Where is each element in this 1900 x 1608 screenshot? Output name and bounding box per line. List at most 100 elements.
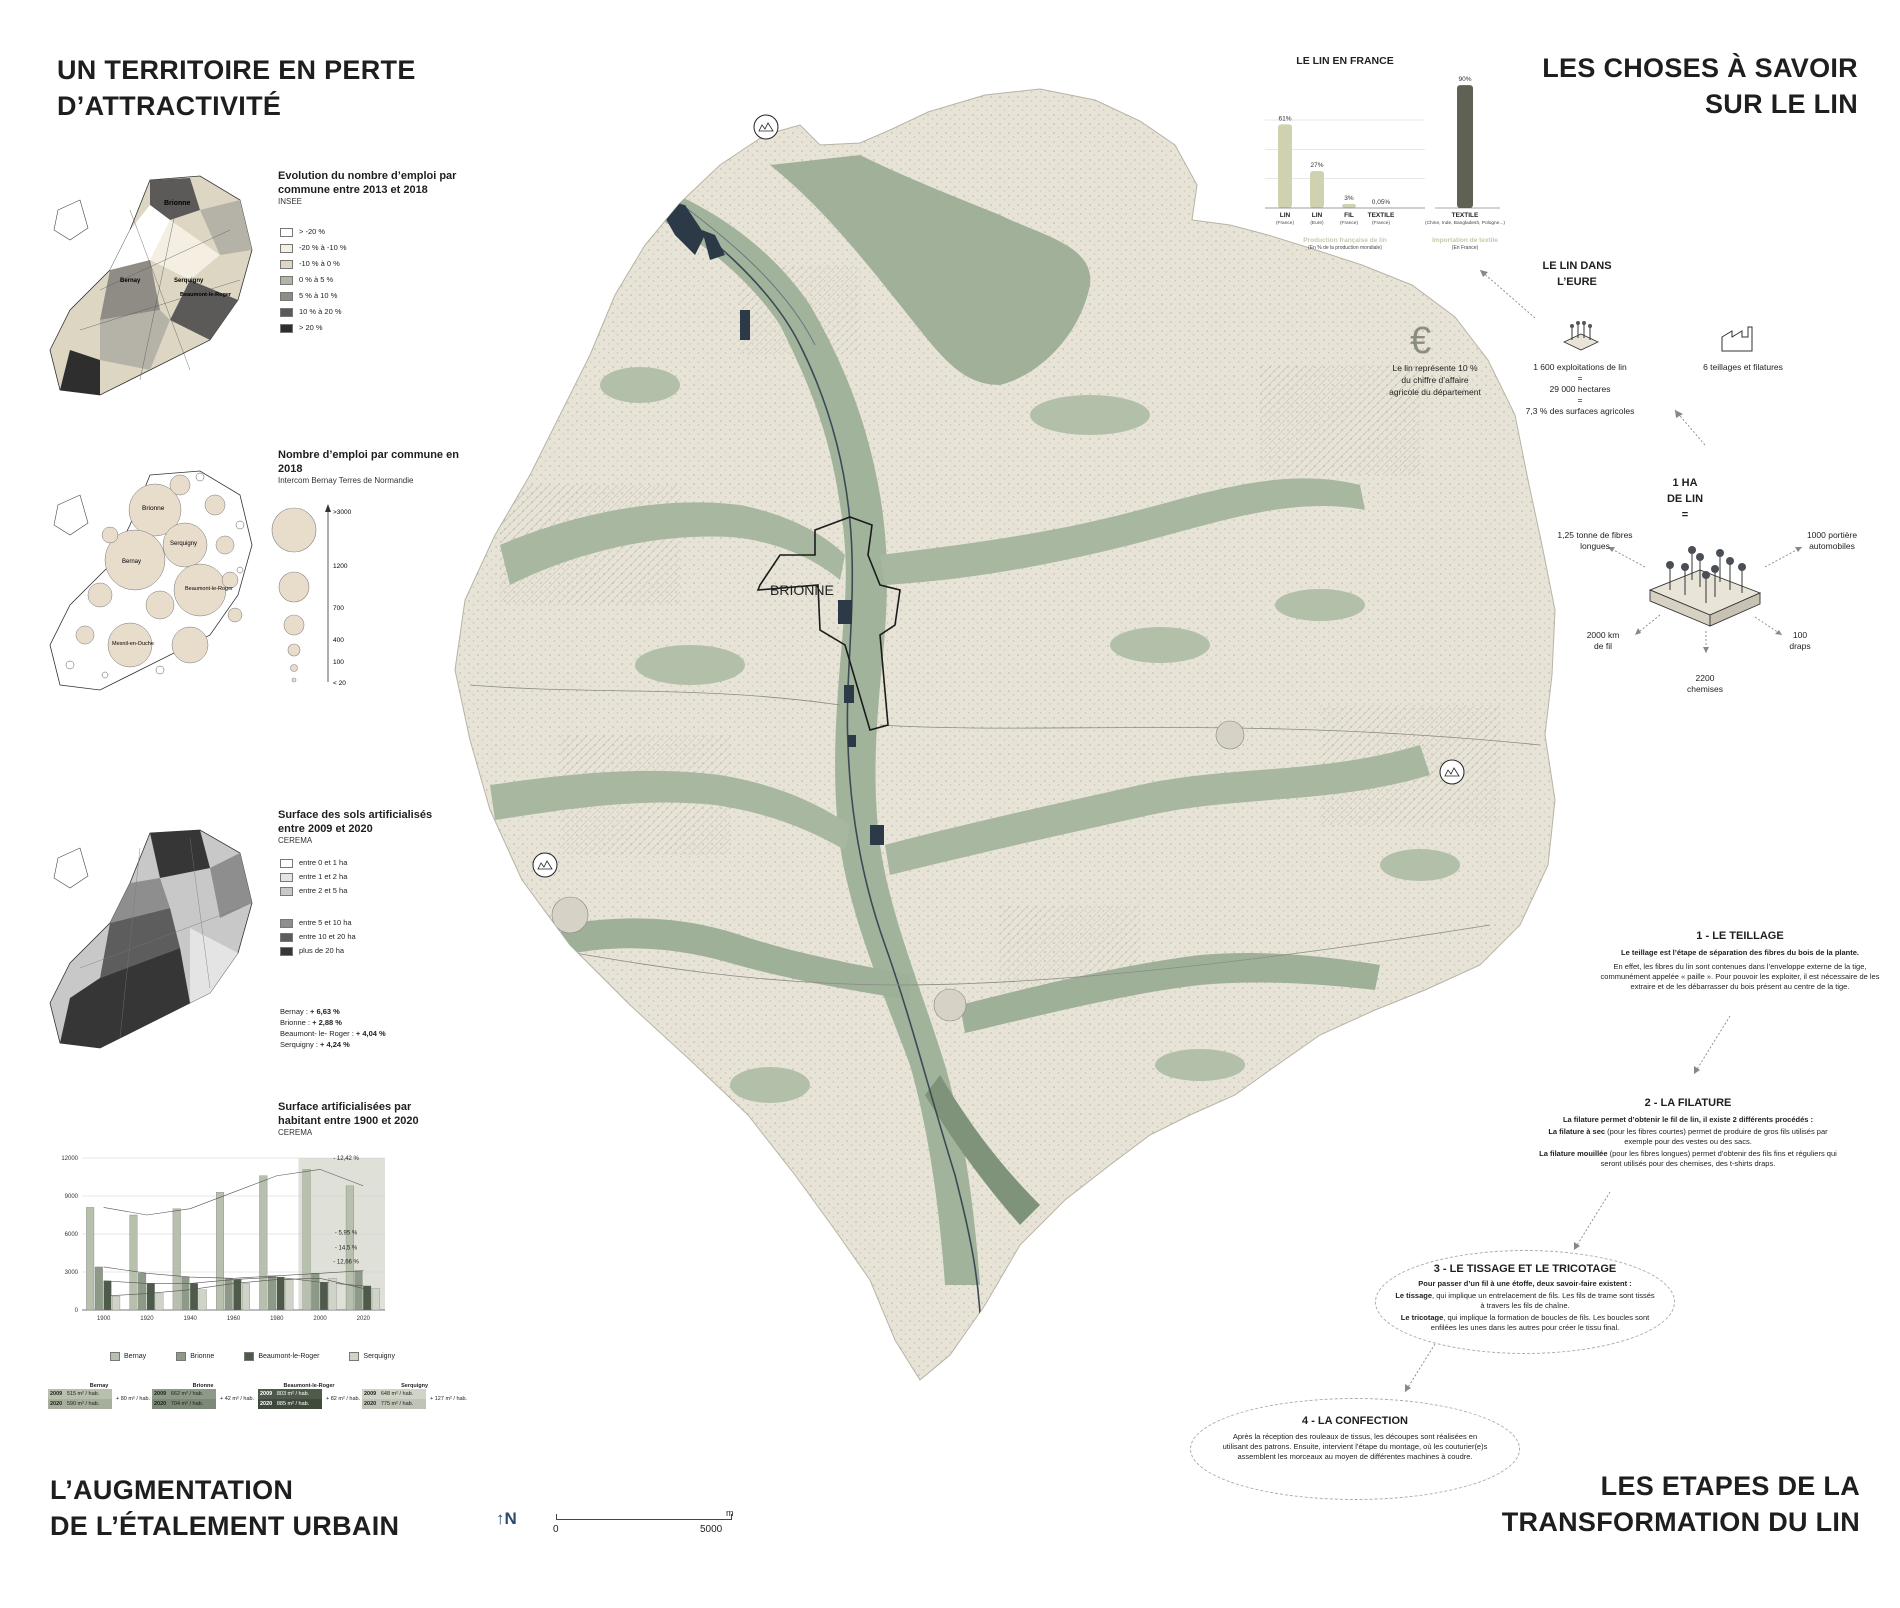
arrow-1-2 [1693,1015,1731,1075]
panel1-source: INSEE [278,197,303,206]
panel4-legend: Bernay Brionne Beaumont-le-Roger Serquig… [110,1352,395,1361]
bar-bernay [345,1185,354,1311]
bar-serquigny [285,1279,294,1311]
bar-serquigny [371,1288,380,1311]
bar-brionne [224,1278,233,1311]
step-confection: 4 - LA CONFECTION Après la réception des… [1190,1398,1520,1500]
bar-beaumont-le-roger [233,1279,242,1311]
table-brionne: Brionne 2009 662 m² / hab. 2020 704 m² /… [152,1383,255,1409]
lin-bar-value: 27% [1310,162,1323,169]
bar-bernay [172,1208,181,1311]
lin-sub-label: (Eure) [1310,220,1324,226]
arrow-3-4 [1404,1343,1436,1393]
bar-serquigny [112,1295,121,1311]
panel2-title: Nombre d’emploi par commune en 2018 [278,449,459,475]
x-tick-label: 1980 [270,1316,284,1322]
title-territoire: UN TERRITOIRE EN PERTE D’ATTRACTIVITÉ [57,55,416,121]
landmark-icon [532,852,558,878]
table-serquigny: Serquigny 2009 648 m² / hab. 2020 775 m²… [362,1383,468,1409]
x-tick-label: 1960 [227,1316,241,1322]
panel4-source: CEREMA [278,1128,313,1137]
svg-text:Bernay: Bernay [120,278,141,284]
change-annotation: - 12,66 % [333,1259,359,1265]
y-tick-label: 3000 [65,1270,79,1276]
bar-brionne [94,1266,103,1311]
scale-start: 0 [553,1524,559,1535]
panel1-legend: > -20 % -20 % à -10 % -10 % à 0 % 0 % à … [280,224,347,336]
panel4-title: Surface artificialisées par habitant ent… [278,1101,419,1127]
bar-beaumont-le-roger [146,1283,155,1311]
trend-line [103,1169,364,1216]
town-label-brionne: BRIONNE [770,582,834,598]
lin-category-label: LIN [1280,212,1291,219]
bar-serquigny [328,1278,337,1311]
bar-serquigny [155,1293,164,1311]
bar-bernay [86,1207,95,1311]
bar-brionne [267,1275,276,1311]
svg-text:1200: 1200 [333,563,348,570]
svg-text:Mesnil-en-Ouche: Mesnil-en-Ouche [112,641,154,647]
bar-bernay [259,1175,268,1311]
svg-text:Brionne: Brionne [164,200,191,207]
trend-line [103,1278,364,1297]
y-tick-label: 0 [75,1308,79,1314]
svg-text:Bernay: Bernay [122,559,141,565]
svg-text:700: 700 [333,605,344,612]
main-map[interactable]: BRIONNE [440,85,1570,1415]
step-filature: 2 - LA FILATURE La filature permet d’obt… [1539,1097,1837,1168]
bar-serquigny [198,1289,207,1311]
bar-brionne [138,1273,147,1311]
import-category-label: TEXTILE [1452,212,1479,219]
bar-beaumont-le-roger [276,1276,285,1311]
svg-text:Serquigny: Serquigny [170,541,197,547]
artificialisation-map [49,829,253,1049]
title-etalement-urbain: L’AUGMENTATION DE L’ÉTALEMENT URBAIN [50,1475,400,1541]
scale-unit: m [726,1508,734,1518]
circle-size-legend: >3000 1200 700 400 100 < 20 [271,504,352,687]
panel3-legend: entre 0 et 1 ha entre 1 et 2 ha entre 2 … [280,856,356,958]
svg-text:Beaumont-le-Roger: Beaumont-le-Roger [185,586,233,592]
group-label-import: Importation de textile [1432,237,1498,244]
brionne-outline [756,516,901,731]
svg-text:Brionne: Brionne [142,505,165,512]
bar-brionne [354,1270,363,1311]
svg-text:>3000: >3000 [333,509,352,516]
table-bernay: Bernay 2009 515 m² / hab. 2020 590 m² / … [48,1383,151,1409]
panel3-stats: Bernay : + 6,63 % Brionne : + 2,88 % Bea… [280,1007,386,1049]
x-tick-label: 1900 [97,1316,111,1322]
svg-text:< 20: < 20 [333,680,346,687]
bar-serquigny [242,1283,250,1311]
bar-beaumont-le-roger [363,1285,372,1311]
exploitations-text: 1 600 exploitations de lin=29 000 hectar… [1525,362,1635,416]
x-tick-label: 2000 [313,1316,327,1322]
north-arrow: ↑N [496,1509,517,1528]
bar-bernay [302,1169,311,1311]
change-annotation: - 14,5 % [335,1246,358,1252]
y-tick-label: 12000 [61,1156,78,1162]
factory-icon [1721,326,1753,352]
landmark-icon [1439,759,1465,785]
proportional-circles-map: Brionne Serquigny Bernay Beaumont-le-Rog… [49,470,253,691]
bar-bernay [129,1214,138,1311]
step-teillage: 1 - LE TEILLAGE Le teillage est l’étape … [1600,930,1880,991]
lin-bar-value: 0,05% [1372,199,1391,206]
lin-sub-label: (France) [1276,220,1295,226]
lin-bar-value: 61% [1278,115,1291,122]
lin-france-chart: LE LIN EN FRANCE61%LIN(France)27%LIN(Eur… [1265,55,1505,251]
factories-text: 6 teillages et filatures [1703,362,1783,372]
step-tissage: 3 - LE TISSAGE ET LE TRICOTAGE Pour pass… [1375,1250,1675,1354]
bar-brionne [181,1276,190,1311]
lin-bar [1278,124,1292,208]
svg-text:100: 100 [333,659,344,666]
x-tick-label: 2020 [357,1316,371,1322]
title-etapes-transformation: LES ETAPES DE LA TRANSFORMATION DU LIN [1501,1471,1860,1537]
group-label-production: Production française de lin [1303,237,1386,244]
lin-bar-value: 3% [1344,195,1354,202]
choropleth-emploi-map: Brionne Bernay Serquigny Beaumont-le-Rog… [49,175,253,396]
lin-category-label: FIL [1344,212,1354,219]
